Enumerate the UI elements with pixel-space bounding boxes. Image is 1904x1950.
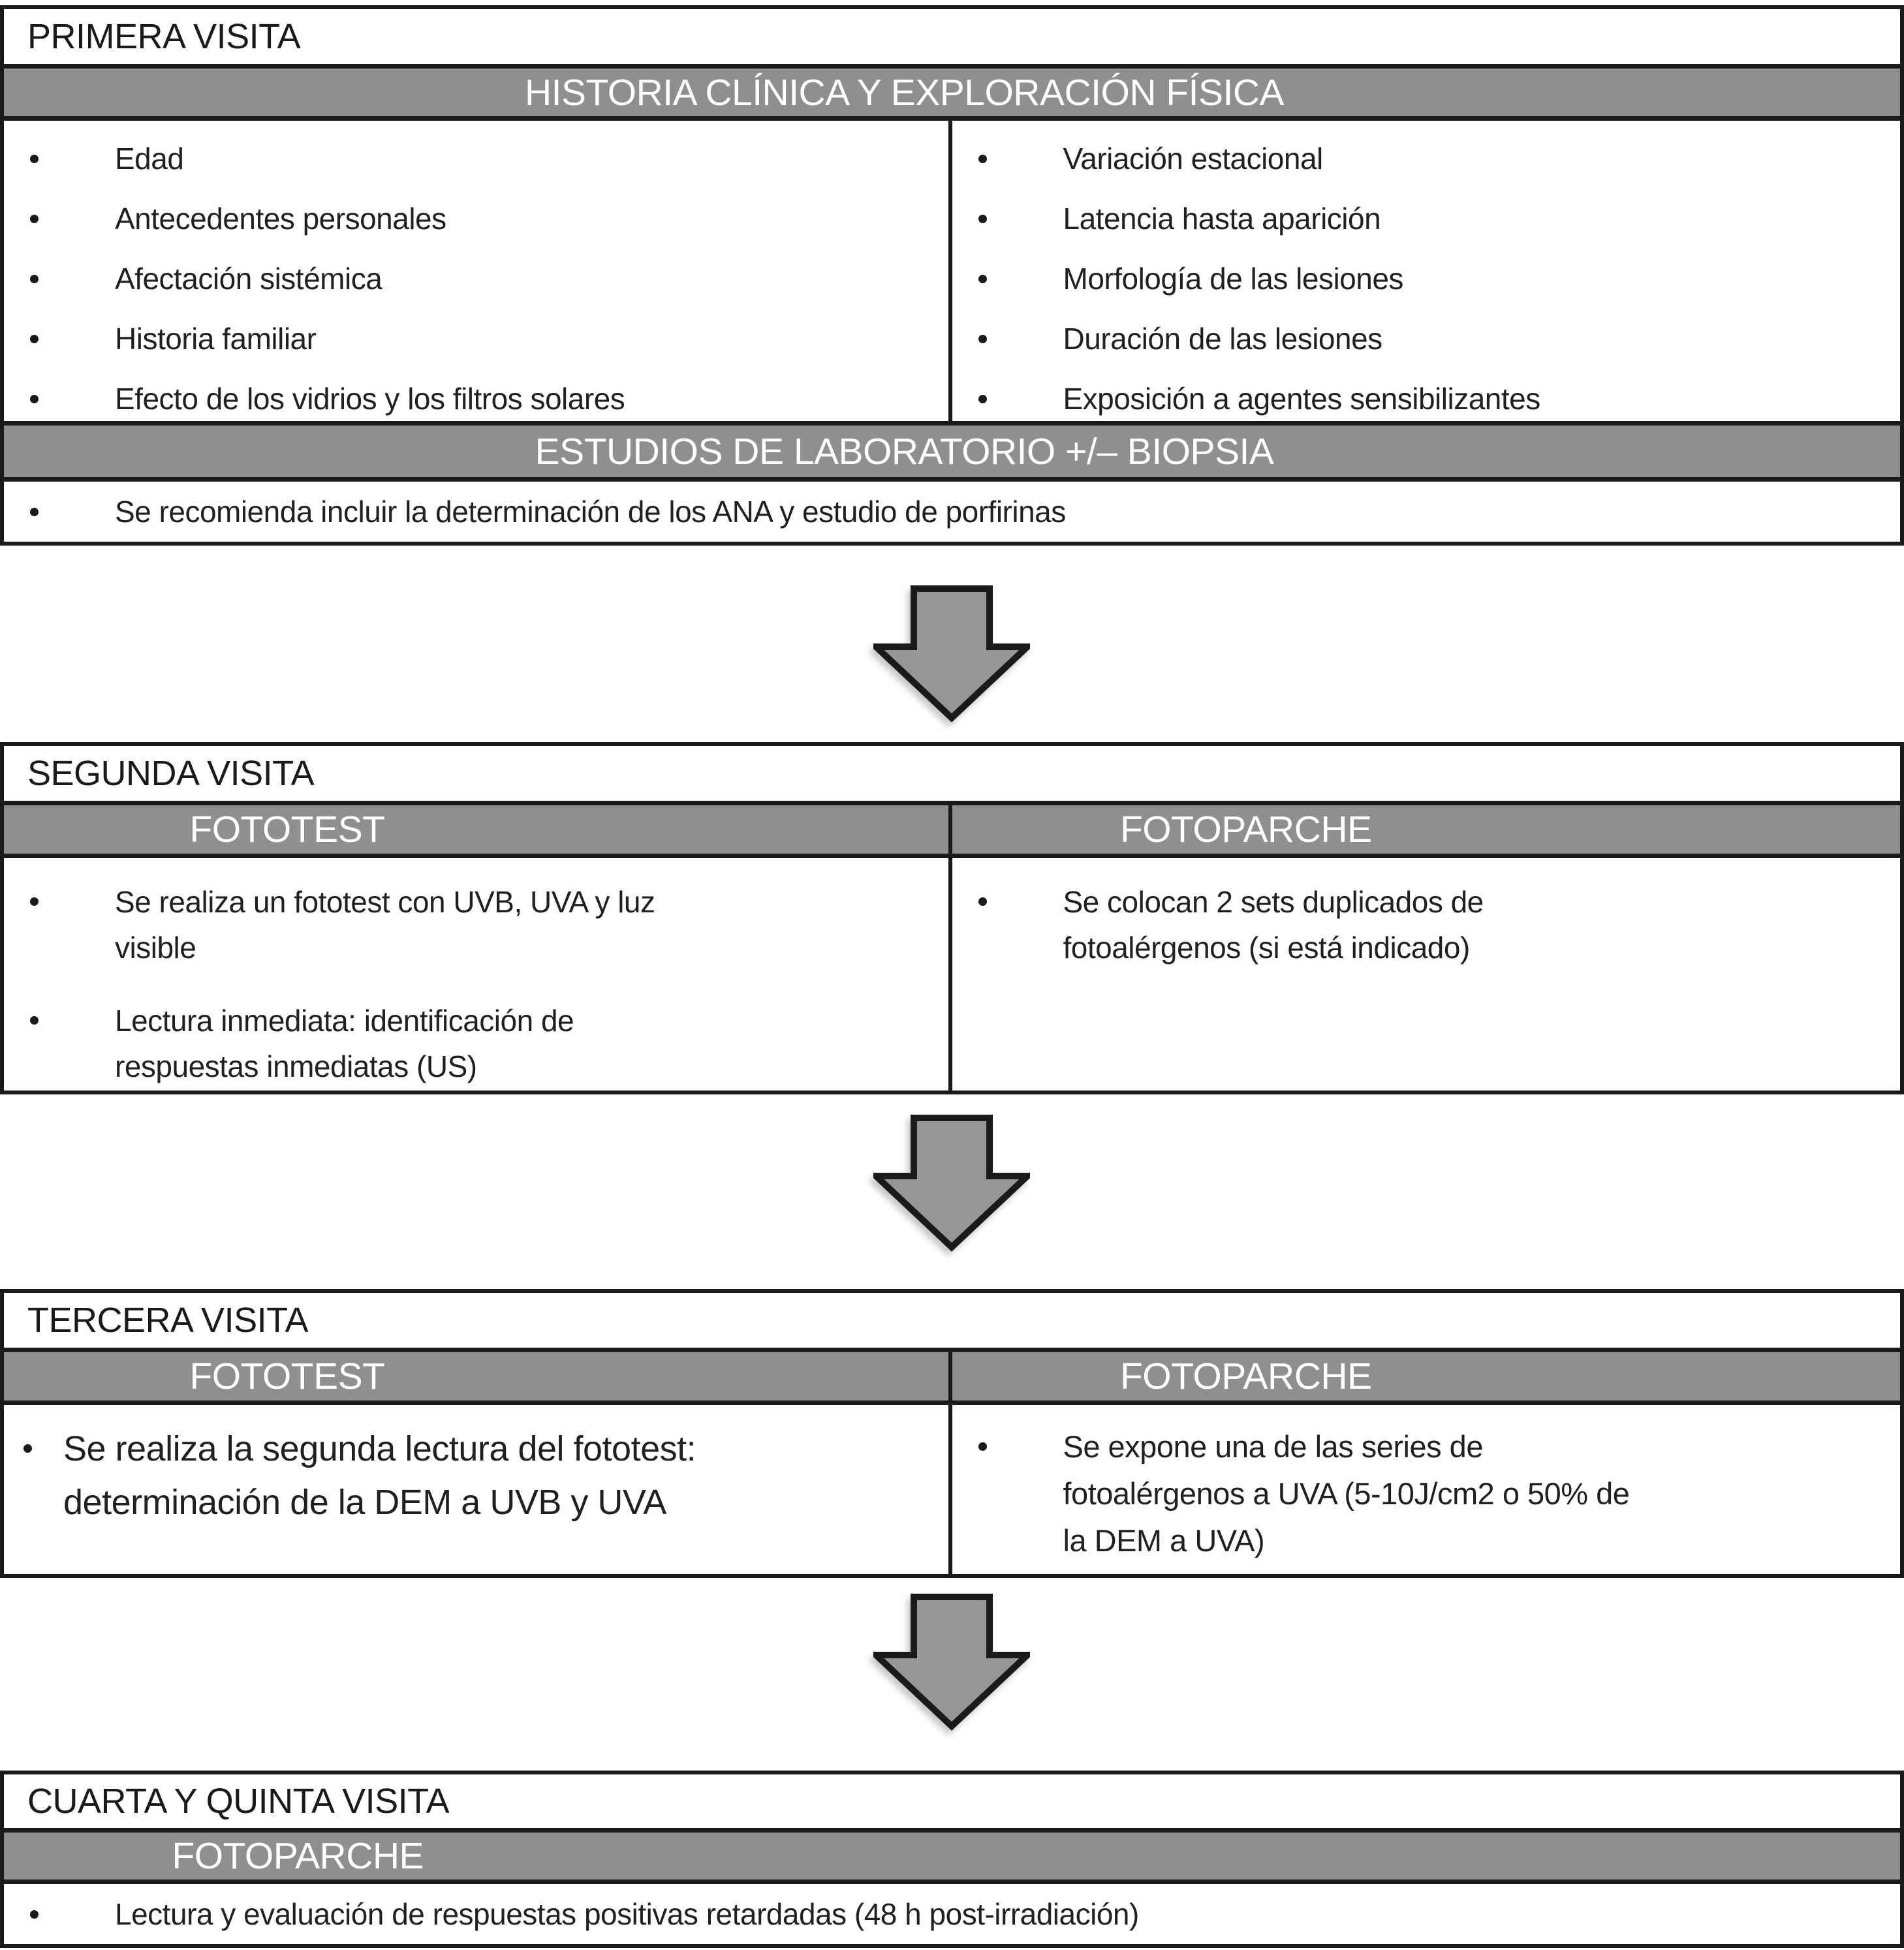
- list-item-text: Se colocan 2 sets duplicados de fotoalér…: [1063, 885, 1484, 965]
- first-visit-title: PRIMERA VISITA: [27, 17, 301, 56]
- list-item-text: Lectura inmediata: identificación de res…: [115, 1004, 574, 1083]
- list-item-text: Se expone una de las series de fotoalérg…: [1063, 1429, 1630, 1558]
- list-item: Lectura inmediata: identificación de res…: [4, 998, 948, 1089]
- list-item-text: Morfología de las lesiones: [1063, 262, 1404, 296]
- list-item: Edad: [4, 129, 948, 189]
- third-visit-header-band: FOTOTEST FOTOPARCHE: [4, 1348, 1900, 1405]
- bullet-dot: [978, 334, 987, 343]
- list-item: Afectación sistémica: [4, 249, 948, 309]
- list-item: Se colocan 2 sets duplicados de fotoalér…: [952, 879, 1901, 970]
- list-item-text: Variación estacional: [1063, 142, 1324, 176]
- bullet-dot: [30, 1016, 39, 1025]
- first-visit-box: PRIMERA VISITA HISTORIA CLÍNICA Y EXPLOR…: [0, 5, 1904, 546]
- arrow-down-icon: [873, 1115, 1030, 1252]
- fourth-fifth-visit-title: CUARTA Y QUINTA VISITA: [27, 1782, 450, 1821]
- list-item-text: Duración de las lesiones: [1063, 322, 1383, 356]
- fotoparche-header-band: FOTOPARCHE: [4, 1828, 1900, 1884]
- lab-studies-item-text: Se recomienda incluir la determinación d…: [115, 495, 1066, 529]
- list-item-text: Antecedentes personales: [115, 202, 446, 236]
- list-item: Duración de las lesiones: [952, 309, 1901, 369]
- arrow-down-icon: [873, 1594, 1030, 1731]
- history-exam-header-band: HISTORIA CLÍNICA Y EXPLORACIÓN FÍSICA: [4, 64, 1900, 121]
- fourth-fifth-visit-item: Lectura y evaluación de respuestas posit…: [4, 1884, 1900, 1944]
- list-item: Exposición a agentes sensibilizantes: [952, 369, 1901, 429]
- fotoparche-header-cell: FOTOPARCHE: [952, 1352, 1901, 1401]
- fototest-header-cell: FOTOTEST: [4, 805, 952, 854]
- list-item-text: Latencia hasta aparición: [1063, 202, 1381, 236]
- list-item: Morfología de las lesiones: [952, 249, 1901, 309]
- first-visit-columns: Edad Antecedentes personales Afectación …: [4, 121, 1900, 421]
- bullet-dot: [978, 154, 987, 163]
- list-item: Efecto de los vidrios y los filtros sola…: [4, 369, 948, 429]
- list-item: Se realiza la segunda lectura del fotote…: [4, 1422, 948, 1529]
- first-visit-title-row: PRIMERA VISITA: [4, 9, 1900, 64]
- fototest-header: FOTOTEST: [189, 1355, 385, 1397]
- bullet-dot: [30, 897, 39, 906]
- second-visit-left-list: Se realiza un fototest con UVB, UVA y lu…: [4, 858, 952, 1091]
- second-visit-right-list: Se colocan 2 sets duplicados de fotoalér…: [952, 858, 1901, 1091]
- bullet-dot: [30, 214, 39, 223]
- fotoparche-header: FOTOPARCHE: [1119, 809, 1372, 850]
- list-item-text: Se realiza la segunda lectura del fotote…: [63, 1429, 696, 1522]
- bullet-dot: [30, 274, 39, 283]
- bullet-dot: [30, 334, 39, 343]
- bullet-dot: [978, 1442, 987, 1451]
- third-visit-title: TERCERA VISITA: [27, 1301, 309, 1340]
- bullet-dot: [978, 394, 987, 403]
- list-item: Latencia hasta aparición: [952, 189, 1901, 249]
- bullet-dot: [30, 394, 39, 403]
- list-item-text: Afectación sistémica: [115, 262, 382, 296]
- list-item: Variación estacional: [952, 129, 1901, 189]
- fotoparche-header: FOTOPARCHE: [172, 1835, 424, 1877]
- fourth-fifth-visit-item-text: Lectura y evaluación de respuestas posit…: [115, 1897, 1139, 1931]
- bullet-dot: [978, 897, 987, 906]
- fotoparche-header-cell: FOTOPARCHE: [952, 805, 1901, 854]
- bullet-dot: [30, 507, 39, 516]
- list-item: Se expone una de las series de fotoalérg…: [952, 1423, 1901, 1564]
- third-visit-right-list: Se expone una de las series de fotoalérg…: [952, 1405, 1901, 1574]
- bullet-dot: [978, 274, 987, 283]
- list-item-text: Historia familiar: [115, 322, 317, 356]
- list-item-text: Edad: [115, 142, 184, 176]
- second-visit-columns: Se realiza un fototest con UVB, UVA y lu…: [4, 858, 1900, 1091]
- bullet-dot: [30, 1910, 39, 1919]
- lab-studies-header: ESTUDIOS DE LABORATORIO +/– BIOPSIA: [535, 430, 1274, 472]
- fourth-fifth-visit-title-row: CUARTA Y QUINTA VISITA: [4, 1774, 1900, 1828]
- arrow-down-icon: [873, 585, 1030, 722]
- third-visit-box: TERCERA VISITA FOTOTEST FOTOPARCHE Se re…: [0, 1289, 1904, 1578]
- list-item: Se realiza un fototest con UVB, UVA y lu…: [4, 879, 948, 970]
- list-item-text: Efecto de los vidrios y los filtros sola…: [115, 382, 625, 416]
- second-visit-title: SEGUNDA VISITA: [27, 754, 315, 793]
- second-visit-title-row: SEGUNDA VISITA: [4, 746, 1900, 801]
- third-visit-left-list: Se realiza la segunda lectura del fotote…: [4, 1405, 952, 1574]
- bullet-dot: [30, 154, 39, 163]
- list-item-text: Exposición a agentes sensibilizantes: [1063, 382, 1541, 416]
- bullet-dot: [978, 214, 987, 223]
- fotoparche-header: FOTOPARCHE: [1119, 1355, 1372, 1397]
- lab-studies-item: Se recomienda incluir la determinación d…: [4, 482, 1900, 542]
- first-visit-right-list: Variación estacional Latencia hasta apar…: [952, 121, 1901, 421]
- fototest-header-cell: FOTOTEST: [4, 1352, 952, 1401]
- list-item: Historia familiar: [4, 309, 948, 369]
- third-visit-title-row: TERCERA VISITA: [4, 1293, 1900, 1348]
- fourth-fifth-visit-box: CUARTA Y QUINTA VISITA FOTOPARCHE Lectur…: [0, 1771, 1904, 1948]
- first-visit-left-list: Edad Antecedentes personales Afectación …: [4, 121, 952, 421]
- lab-studies-header-band: ESTUDIOS DE LABORATORIO +/– BIOPSIA: [4, 421, 1900, 482]
- third-visit-columns: Se realiza la segunda lectura del fotote…: [4, 1405, 1900, 1574]
- list-item-text: Se realiza un fototest con UVB, UVA y lu…: [115, 885, 655, 965]
- bullet-dot: [23, 1444, 32, 1453]
- list-item: Antecedentes personales: [4, 189, 948, 249]
- second-visit-header-band: FOTOTEST FOTOPARCHE: [4, 801, 1900, 858]
- fototest-header: FOTOTEST: [189, 809, 385, 850]
- second-visit-box: SEGUNDA VISITA FOTOTEST FOTOPARCHE Se re…: [0, 742, 1904, 1094]
- history-exam-header: HISTORIA CLÍNICA Y EXPLORACIÓN FÍSICA: [524, 71, 1285, 114]
